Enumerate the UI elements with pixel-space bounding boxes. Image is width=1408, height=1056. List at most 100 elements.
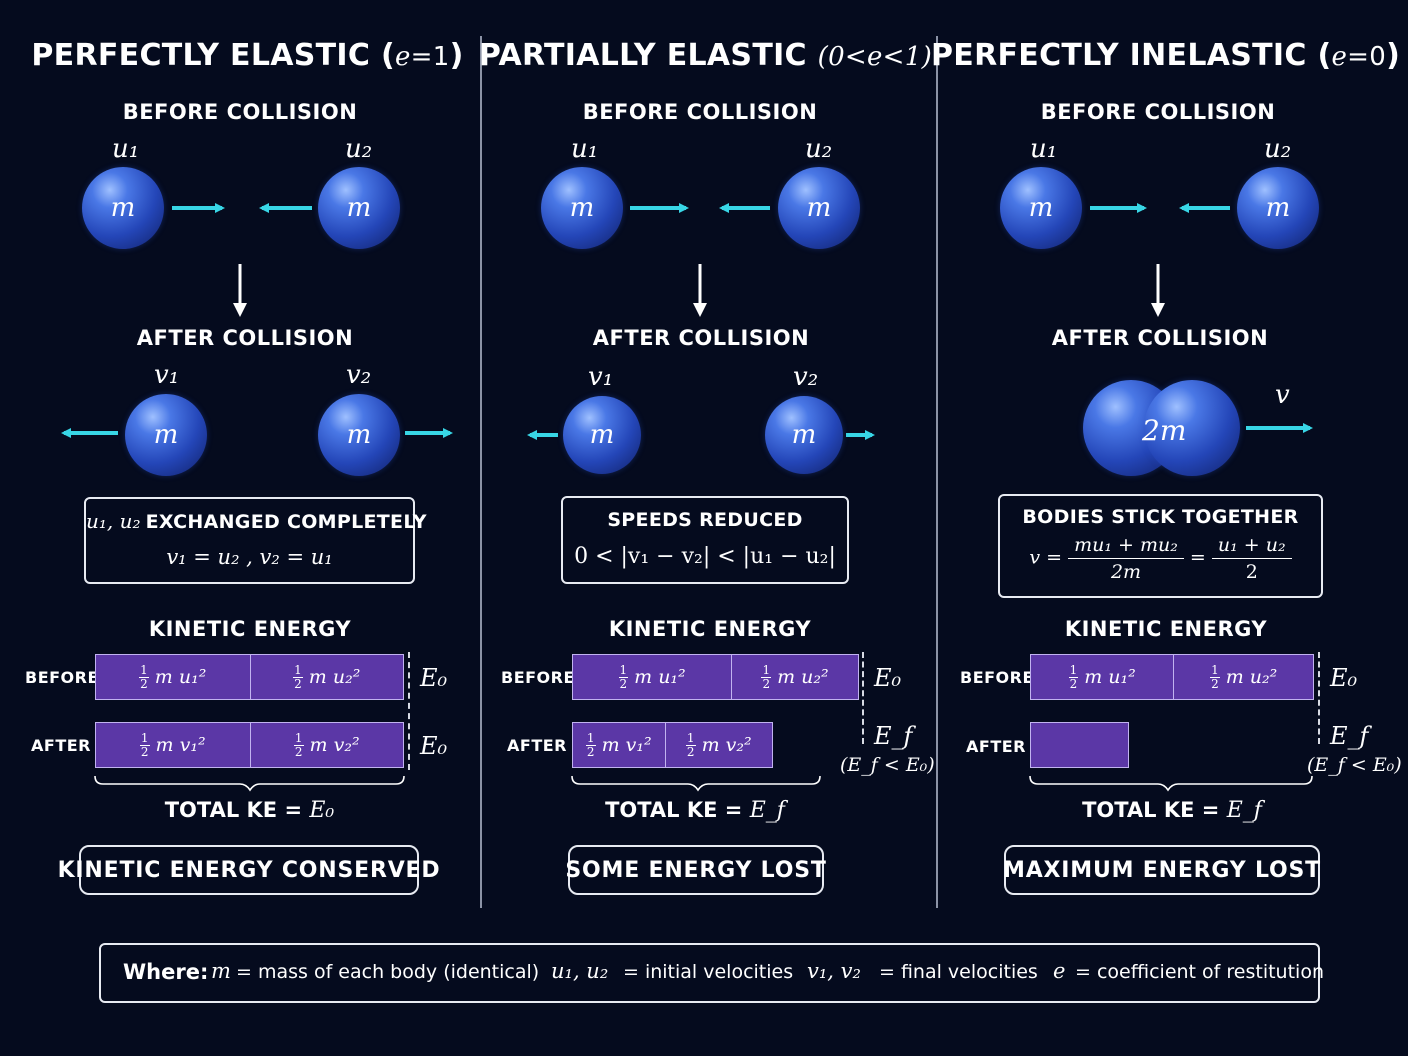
u1-label: u₁ <box>571 134 599 164</box>
v-label: v <box>1275 380 1290 410</box>
before-collision-label: BEFORE COLLISION <box>582 100 818 124</box>
brace <box>571 775 821 792</box>
row-label-before: BEFORE <box>25 668 99 687</box>
box-line1: SPEEDS REDUCED <box>607 509 803 531</box>
energy-after: E_f <box>874 722 913 750</box>
ball-2: m <box>778 167 860 249</box>
box-line2: 0 < |v₁ − v₂| < |u₁ − u₂| <box>574 544 836 569</box>
after-collision-label: AFTER COLLISION <box>136 326 354 350</box>
combined-mass-label: 2m <box>1142 414 1187 447</box>
u2-label: u₂ <box>1264 134 1292 164</box>
column-title-partial: PARTIALLY ELASTIC (0<e<1) <box>478 38 933 73</box>
result-box: SPEEDS REDUCED 0 < |v₁ − v₂| < |u₁ − u₂| <box>561 496 849 584</box>
box-line2: v₁ = u₂ , v₂ = u₁ <box>166 545 333 569</box>
ball-1: m <box>82 167 164 249</box>
brace <box>1029 775 1313 792</box>
v2-label: v₂ <box>346 360 372 390</box>
energy-dash-line <box>862 652 864 744</box>
row-label-before: BEFORE <box>501 668 575 687</box>
after-collision-label: AFTER COLLISION <box>592 326 810 350</box>
result-badge: MAXIMUM ENERGY LOST <box>1003 845 1320 895</box>
energy-before: E₀ <box>1330 664 1358 692</box>
result-badge: KINETIC ENERGY CONSERVED <box>58 845 440 895</box>
result-badge: SOME ENERGY LOST <box>565 845 826 895</box>
column-title-elastic: PERFECTLY ELASTIC (e=1) <box>31 38 464 73</box>
legend-e-symbol: e <box>1053 959 1066 983</box>
u1-label: u₁ <box>112 134 140 164</box>
column-title-inelastic: PERFECTLY INELASTIC (e=0) <box>931 38 1401 73</box>
kinetic-energy-label: KINETIC ENERGY <box>608 617 812 641</box>
row-label-before: BEFORE <box>960 668 1034 687</box>
u-symbols: u₁, u₂ <box>86 509 141 533</box>
ball-1: m <box>541 167 623 249</box>
before-collision-label: BEFORE COLLISION <box>122 100 358 124</box>
ball-2: m <box>318 394 400 476</box>
legend-m-text: = mass of each body (identical) <box>236 961 540 983</box>
legend-m-symbol: m <box>211 959 231 983</box>
v2-label: v₂ <box>793 362 819 392</box>
row-label-after: AFTER <box>966 737 1026 756</box>
energy-dash-line <box>408 652 410 770</box>
energy-note: (E_f < E₀) <box>1307 754 1402 776</box>
ball-2: m <box>318 167 400 249</box>
legend-v-text: = final velocities <box>879 961 1038 983</box>
ball-1: m <box>125 394 207 476</box>
energy-before: E₀ <box>420 664 448 692</box>
u2-label: u₂ <box>345 134 373 164</box>
total-ke: TOTAL KE = E₀ <box>164 798 335 823</box>
legend-e-text: = coefficient of restitution <box>1075 961 1324 983</box>
brace <box>94 775 405 792</box>
ball-1: m <box>563 396 641 474</box>
box-line1: BODIES STICK TOGETHER <box>1022 506 1299 528</box>
kinetic-energy-label: KINETIC ENERGY <box>1064 617 1268 641</box>
v1-label: v₁ <box>588 362 614 392</box>
legend-box: Where: m = mass of each body (identical)… <box>99 943 1324 1003</box>
legend-u-text: = initial velocities <box>623 961 794 983</box>
after-collision-label: AFTER COLLISION <box>1051 326 1269 350</box>
ke-bar-after <box>1030 722 1129 768</box>
result-box: u₁, u₂ EXCHANGED COMPLETELY v₁ = u₂ , v₂… <box>84 497 427 584</box>
box-line1: EXCHANGED COMPLETELY <box>145 511 427 533</box>
legend-heading: Where: <box>123 960 209 984</box>
v1-label: v₁ <box>154 360 180 390</box>
energy-dash-line <box>1318 652 1320 744</box>
legend-v-symbol: v₁, v₂ <box>807 959 861 983</box>
ball-2: m <box>1237 167 1319 249</box>
energy-note: (E_f < E₀) <box>840 754 935 776</box>
combined-ball-right <box>1144 380 1240 476</box>
energy-after: E₀ <box>420 732 448 760</box>
total-ke: TOTAL KE = E_f <box>605 798 785 823</box>
ball-2: m <box>765 396 843 474</box>
ball-1: m <box>1000 167 1082 249</box>
kinetic-energy-label: KINETIC ENERGY <box>148 617 352 641</box>
energy-before: E₀ <box>874 664 902 692</box>
u1-label: u₁ <box>1030 134 1058 164</box>
u2-label: u₂ <box>805 134 833 164</box>
row-label-after: AFTER <box>31 736 91 755</box>
row-label-after: AFTER <box>507 736 567 755</box>
legend-u-symbol: u₁, u₂ <box>551 959 609 983</box>
column-divider <box>936 36 938 908</box>
energy-after: E_f <box>1330 722 1369 750</box>
before-collision-label: BEFORE COLLISION <box>1040 100 1276 124</box>
total-ke: TOTAL KE = E_f <box>1082 798 1262 823</box>
column-divider <box>480 36 482 908</box>
